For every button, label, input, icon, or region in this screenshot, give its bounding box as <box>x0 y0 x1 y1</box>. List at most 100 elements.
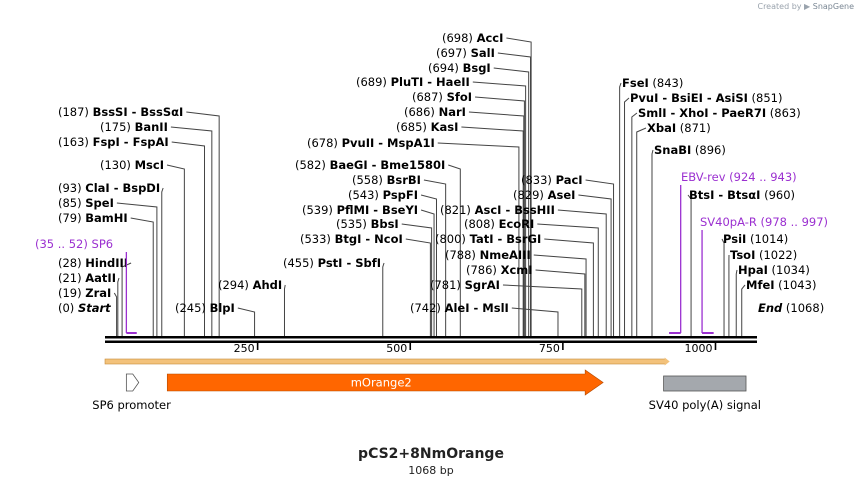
enzyme-label-nmeaiii[interactable]: (788) NmeAIII <box>445 248 531 262</box>
enzyme-label-bsgi[interactable]: (694) BsgI <box>428 61 491 75</box>
enzyme-position: (163) <box>58 135 93 149</box>
enzyme-label-ecori[interactable]: (808) EcoRI <box>464 217 534 231</box>
enzyme-position: (871) <box>676 121 711 135</box>
enzyme-leader-pvui-bsiei-asisi <box>624 97 630 336</box>
enzyme-label-fsei[interactable]: FseI (843) <box>622 76 683 90</box>
enzyme-label-xbai[interactable]: XbaI (871) <box>647 121 711 135</box>
enzyme-position: (687) <box>412 90 447 104</box>
enzyme-label-psii[interactable]: PsiI (1014) <box>723 232 788 246</box>
enzyme-label-pluti-haeii[interactable]: (689) PluTI - HaeII <box>356 75 470 89</box>
enzyme-name: Start <box>78 301 111 315</box>
enzyme-label-tati-bsrgi[interactable]: (800) TatI - BsrGI <box>435 232 541 246</box>
enzyme-leader-aatii <box>117 277 120 336</box>
enzyme-label-acci[interactable]: (698) AccI <box>442 31 503 45</box>
enzyme-label-mfei[interactable]: MfeI (1043) <box>746 278 816 292</box>
feature-sp6-promoter[interactable] <box>125 373 140 392</box>
enzyme-name: PflMI - BseYI <box>337 203 418 217</box>
enzyme-position: (455) <box>283 256 318 270</box>
enzyme-name: TsoI <box>730 248 755 262</box>
feature-morange2[interactable] <box>166 369 604 396</box>
enzyme-leader-pluti-haeii <box>472 81 527 336</box>
enzyme-label-hindiii[interactable]: (28) HindIII <box>58 256 128 270</box>
enzyme-name: PspFI <box>383 188 418 202</box>
enzyme-leader-ahdi <box>283 284 286 336</box>
enzyme-label-smli-xhoi-paer7i[interactable]: SmlI - XhoI - PaeR7I (863) <box>638 106 801 120</box>
backbone-top-strand <box>105 336 757 339</box>
enzyme-label-kasi[interactable]: (685) KasI <box>396 120 458 134</box>
enzyme-leader-pflmi-bseyi <box>420 209 435 336</box>
enzyme-name: PsiI <box>723 232 746 246</box>
enzyme-label-hpai[interactable]: HpaI (1034) <box>738 263 810 277</box>
enzyme-label-sali[interactable]: (697) SalI <box>436 46 495 60</box>
enzyme-name: AseI <box>548 188 576 202</box>
enzyme-leader-btsi-bts-i <box>687 194 692 336</box>
enzyme-label-xcmi[interactable]: (786) XcmI <box>466 263 533 277</box>
enzyme-label-blpi[interactable]: (245) BlpI <box>175 301 235 315</box>
enzyme-position: (742) <box>410 301 445 315</box>
enzyme-label-ahdi[interactable]: (294) AhdI <box>218 278 282 292</box>
enzyme-label-psti-sbfi[interactable]: (455) PstI - SbfI <box>283 256 381 270</box>
enzyme-label-alei-msli[interactable]: (742) AleI - MslI <box>410 301 509 315</box>
enzyme-label-asei[interactable]: (829) AseI <box>513 188 575 202</box>
enzyme-name: NmeAIII <box>480 248 531 262</box>
enzyme-name: End <box>758 301 783 315</box>
enzyme-label-zrai[interactable]: (19) ZraI <box>58 286 111 300</box>
enzyme-label-bsssi-bsss-i[interactable]: (187) BssSI - BssSαI <box>58 105 183 119</box>
enzyme-label-btsi-bts-i[interactable]: BtsI - BtsαI (960) <box>689 188 795 202</box>
primer-label-sv40pa-r[interactable]: SV40pA-R (978 .. 997) <box>700 215 828 229</box>
enzyme-label-banii[interactable]: (175) BanII <box>100 120 168 134</box>
enzyme-label-asci-bsshii[interactable]: (821) AscI - BssHII <box>440 203 555 217</box>
enzyme-name: BsgI <box>463 61 491 75</box>
primer-range: (35 .. 52) <box>35 237 92 251</box>
enzyme-label-sgrai[interactable]: (781) SgrAI <box>430 278 500 292</box>
enzyme-label-pvuii-mspa1i[interactable]: (678) PvuII - MspA1I <box>307 136 435 150</box>
enzyme-label-start[interactable]: (0) Start <box>58 301 111 315</box>
enzyme-name: SnaBI <box>654 143 691 157</box>
enzyme-leader-fspi-fspai <box>171 141 206 336</box>
enzyme-label-pvui-bsiei-asisi[interactable]: PvuI - BsiEI - AsiSI (851) <box>630 91 782 105</box>
enzyme-label-aatii[interactable]: (21) AatII <box>58 271 116 285</box>
enzyme-label-snabi[interactable]: SnaBI (896) <box>654 143 726 157</box>
enzyme-label-paci[interactable]: (833) PacI <box>521 173 583 187</box>
enzyme-label-tsoi[interactable]: TsoI (1022) <box>730 248 797 262</box>
enzyme-position: (130) <box>100 158 135 172</box>
enzyme-position: (558) <box>352 173 387 187</box>
enzyme-position: (686) <box>404 105 439 119</box>
enzyme-leader-nari <box>468 111 525 336</box>
enzyme-label-sfoi[interactable]: (687) SfoI <box>412 90 472 104</box>
enzyme-position: (896) <box>691 143 726 157</box>
enzyme-position: (539) <box>302 203 337 217</box>
primer-label-sp6[interactable]: (35 .. 52) SP6 <box>35 237 113 251</box>
enzyme-position: (786) <box>466 263 501 277</box>
enzyme-label-bbsi[interactable]: (535) BbsI <box>336 217 399 231</box>
enzyme-label-nari[interactable]: (686) NarI <box>404 105 466 119</box>
enzyme-leader-blpi <box>237 307 256 336</box>
enzyme-label-fspi-fspai[interactable]: (163) FspI - FspAI <box>58 135 169 149</box>
enzyme-label-end[interactable]: End (1068) <box>758 301 824 315</box>
orf-bar[interactable] <box>104 358 667 365</box>
enzyme-name: NarI <box>439 105 466 119</box>
enzyme-label-bamhi[interactable]: (79) BamHI <box>58 211 128 225</box>
enzyme-label-pspfi[interactable]: (543) PspFI <box>348 188 418 202</box>
enzyme-position: (21) <box>58 271 85 285</box>
enzyme-position: (843) <box>649 76 684 90</box>
enzyme-position: (851) <box>748 91 783 105</box>
enzyme-label-spei[interactable]: (85) SpeI <box>58 196 114 210</box>
enzyme-label-pflmi-bseyi[interactable]: (539) PflMI - BseYI <box>302 203 418 217</box>
enzyme-name: AleI - MslI <box>445 301 509 315</box>
enzyme-label-clai-bspdi[interactable]: (93) ClaI - BspDI <box>58 181 160 195</box>
enzyme-name: BtsI - BtsαI <box>689 188 760 202</box>
enzyme-name: XbaI <box>647 121 676 135</box>
enzyme-label-msci[interactable]: (130) MscI <box>100 158 164 172</box>
enzyme-position: (800) <box>435 232 470 246</box>
enzyme-name: ClaI - BspDI <box>85 181 160 195</box>
feature-label-morange2: mOrange2 <box>351 376 412 390</box>
feature-sv40-poly-a-signal[interactable] <box>663 375 747 392</box>
credit: Created by ▶ SnapGene <box>757 2 854 11</box>
enzyme-label-baegi-bme1580i[interactable]: (582) BaeGI - Bme1580I <box>295 158 445 172</box>
enzyme-label-btgi-ncoi[interactable]: (533) BtgI - NcoI <box>300 232 403 246</box>
enzyme-label-bsrbi[interactable]: (558) BsrBI <box>352 173 421 187</box>
enzyme-name: BamHI <box>85 211 127 225</box>
primer-label-ebv-rev[interactable]: EBV-rev (924 .. 943) <box>681 170 797 184</box>
